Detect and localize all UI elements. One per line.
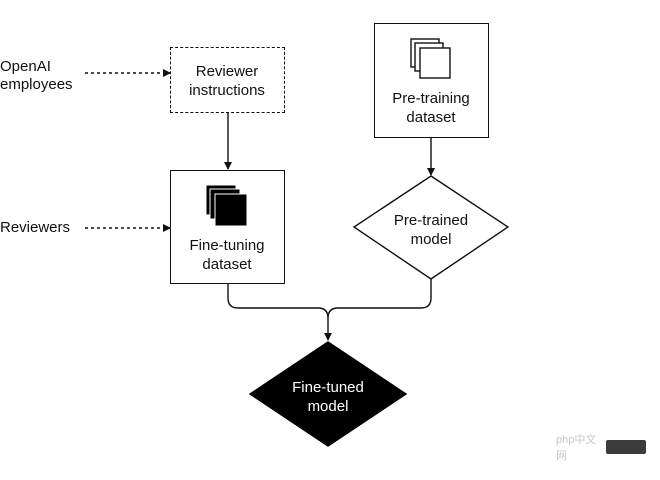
reviewer-instructions-box xyxy=(170,47,285,113)
pretrained-model-line1: Pre-trained xyxy=(393,212,469,229)
watermark-text: php中文网 xyxy=(556,434,597,462)
reviewer-instructions-line1: Reviewer xyxy=(195,63,259,80)
watermark: php中文网 xyxy=(556,434,648,462)
source-openai-employees-line2: employees xyxy=(0,76,73,93)
reviewer-instructions-label: Reviewer instructions xyxy=(189,62,265,100)
reviewer-instructions-line2: instructions xyxy=(189,82,265,99)
watermark-logo xyxy=(606,440,646,454)
pretrained-model-diamond xyxy=(352,175,510,280)
source-openai-employees: OpenAI employees xyxy=(0,58,73,94)
pretrained-model-line2: model xyxy=(410,231,452,248)
pretrained-model-label: Pre-trained model xyxy=(394,211,468,249)
source-reviewers: Reviewers xyxy=(0,219,71,236)
connector-pretrained-to-merge xyxy=(327,279,432,319)
pretraining-dataset-line2: dataset xyxy=(406,109,456,126)
finetuning-dataset-line1: Fine-tuning xyxy=(189,237,265,254)
pretraining-dataset-label: Pre-training dataset xyxy=(392,89,470,127)
finetuned-model-diamond xyxy=(248,341,408,447)
finetuned-model-line1: Fine-tuned xyxy=(292,379,364,396)
connector-finetuning-to-merge xyxy=(227,284,332,341)
source-openai-employees-line1: OpenAI xyxy=(0,58,51,75)
pretraining-dataset-line1: Pre-training xyxy=(392,90,470,107)
finetuning-dataset-label: Fine-tuning dataset xyxy=(189,236,264,274)
finetuned-model-label: Fine-tuned model xyxy=(292,378,364,416)
finetuning-dataset-line2: dataset xyxy=(202,256,252,273)
finetuned-model-line2: model xyxy=(307,398,349,415)
